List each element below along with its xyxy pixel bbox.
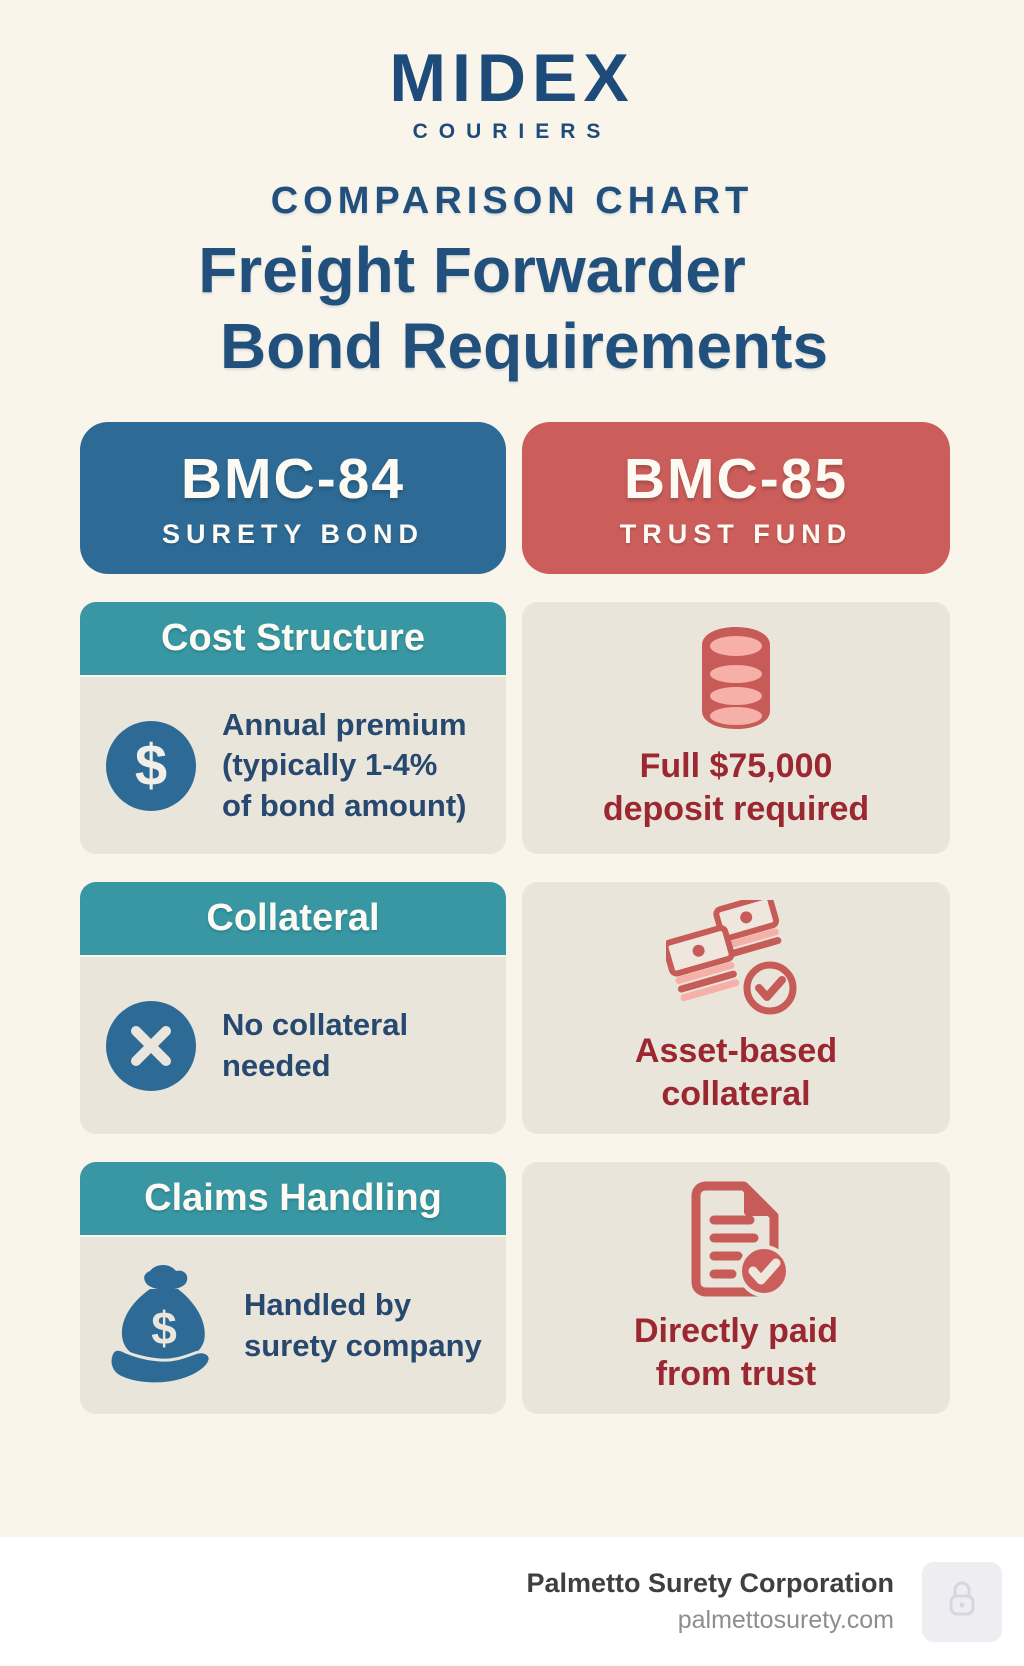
coin-stack-icon xyxy=(694,625,778,733)
bmc84-label: SURETY BOND xyxy=(161,519,425,550)
row-cost-structure-left: Cost Structure $ Annual premium (typical… xyxy=(80,602,506,855)
column-header-bmc84: BMC-84 SURETY BOND xyxy=(80,422,506,575)
card-bmc84-cost: $ Annual premium (typically 1-4% of bond… xyxy=(80,677,506,855)
card-bmc84-claims: $ Handled by surety company xyxy=(80,1237,506,1415)
brand-name: MIDEX xyxy=(389,40,635,116)
bmc85-code: BMC-85 xyxy=(623,447,849,512)
brand-tagline: COURIERS xyxy=(412,120,612,143)
row-collateral-left: Collateral No collateral needed xyxy=(80,882,506,1135)
cost-left-text: Annual premium (typically 1-4% of bond a… xyxy=(222,707,467,823)
cost-right-text: Full $75,000 deposit required xyxy=(602,746,870,829)
dollar-circle-icon: $ xyxy=(106,720,196,811)
svg-text:$: $ xyxy=(135,733,167,798)
cash-stack-check-icon xyxy=(666,899,806,1018)
row-claims-left: Claims Handling $ Handled by surety comp… xyxy=(80,1162,506,1415)
money-bag-hand-icon: $ xyxy=(106,1264,218,1387)
lock-icon xyxy=(945,1578,979,1625)
collateral-right-text: Asset-based collateral xyxy=(634,1031,838,1114)
page-title: Freight Forwarder Bond Requirements xyxy=(0,233,1024,384)
bmc84-code: BMC-84 xyxy=(180,447,406,512)
claims-right-text: Directly paid from trust xyxy=(633,1311,839,1394)
card-bmc84-collateral: No collateral needed xyxy=(80,957,506,1135)
document-check-icon xyxy=(682,1180,790,1298)
page-title-line2: Bond Requirements xyxy=(219,309,829,382)
footer-bar: Palmetto Surety Corporation palmettosure… xyxy=(0,1537,1024,1666)
kicker-text: COMPARISON CHART xyxy=(270,180,754,222)
footer-text-block: Palmetto Surety Corporation palmettosure… xyxy=(526,1568,894,1635)
comparison-grid: BMC-84 SURETY BOND BMC-85 TRUST FUND Cos… xyxy=(80,422,950,1415)
footer-website: palmettosurety.com xyxy=(677,1606,894,1634)
footer-badge xyxy=(922,1561,1002,1642)
svg-text:$: $ xyxy=(151,1302,177,1354)
collateral-left-text: No collateral needed xyxy=(222,1007,409,1083)
category-bar-cost-structure: Cost Structure xyxy=(80,602,506,676)
bmc85-label: TRUST FUND xyxy=(619,519,853,550)
brand-logo: MIDEX COURIERS xyxy=(0,0,1024,144)
page-title-line1: Freight Forwarder xyxy=(198,234,746,306)
category-bar-collateral: Collateral xyxy=(80,882,506,956)
x-circle-icon xyxy=(106,1000,196,1091)
card-bmc85-collateral: Asset-based collateral xyxy=(522,882,950,1135)
card-bmc85-cost: Full $75,000 deposit required xyxy=(522,602,950,855)
category-bar-claims: Claims Handling xyxy=(80,1162,506,1236)
footer-company-name: Palmetto Surety Corporation xyxy=(526,1568,894,1598)
column-header-bmc85: BMC-85 TRUST FUND xyxy=(522,422,950,575)
claims-left-text: Handled by surety company xyxy=(244,1287,482,1363)
card-bmc85-claims: Directly paid from trust xyxy=(522,1162,950,1415)
